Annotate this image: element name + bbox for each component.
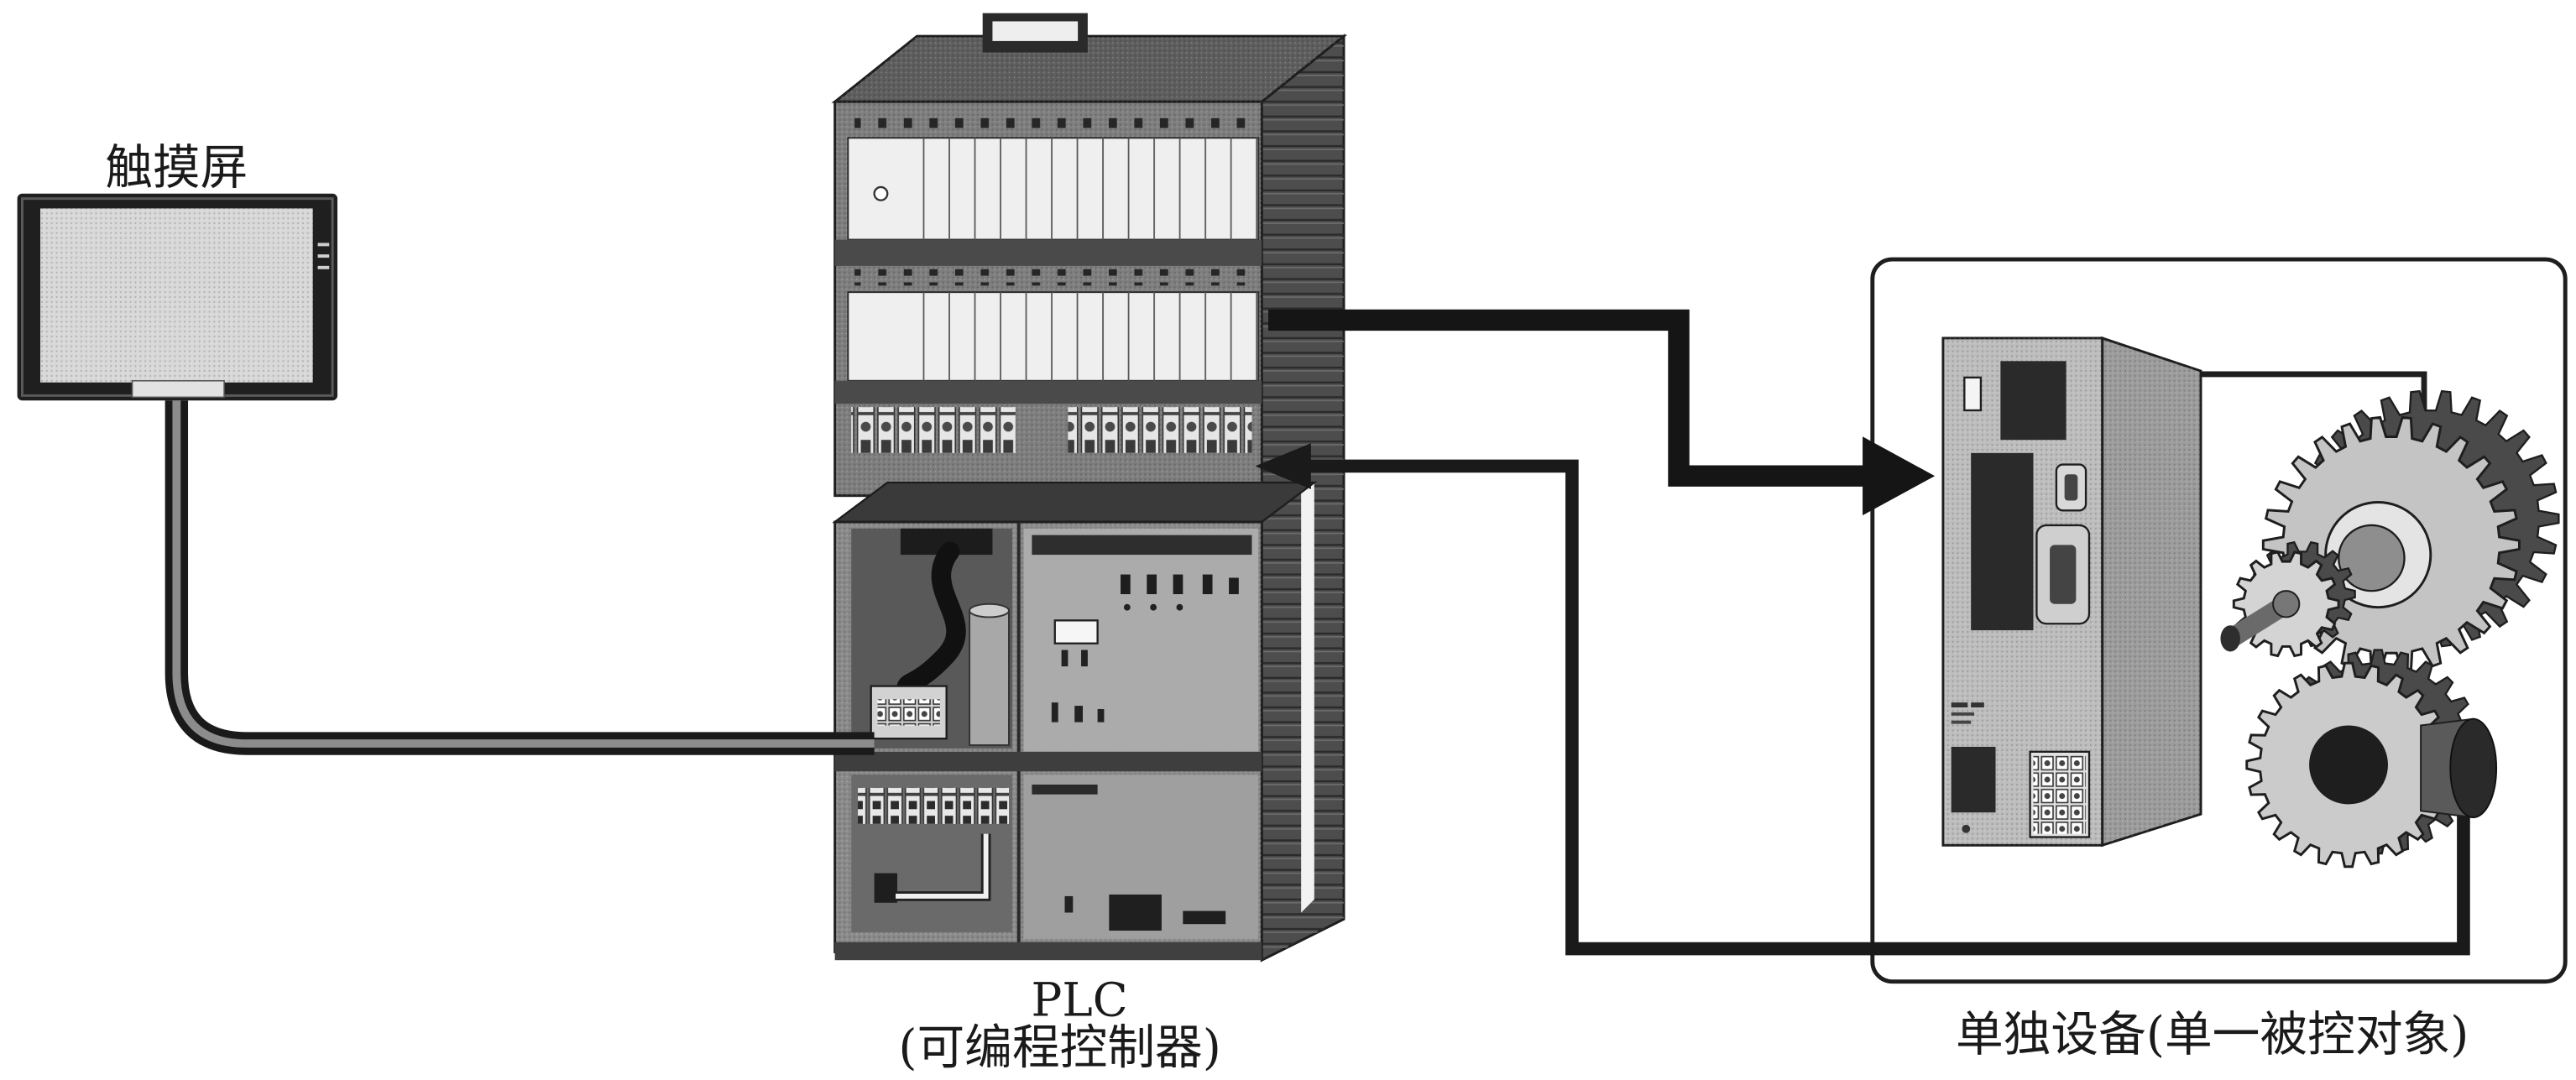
plc xyxy=(835,13,1344,961)
control-path xyxy=(1268,320,1873,476)
cable-core xyxy=(176,400,874,743)
cpu-component xyxy=(1081,650,1088,667)
cpu-slot xyxy=(1032,785,1097,795)
small-shaft-end xyxy=(2220,625,2239,651)
control-signal-arrow xyxy=(1268,320,1935,515)
io-led-row-lower xyxy=(854,269,1248,286)
cpu-switch xyxy=(1203,575,1213,594)
cpu-component xyxy=(1062,650,1069,667)
cpu-led xyxy=(1124,604,1131,611)
plc-label: PLC xyxy=(1032,973,1128,1027)
cpu-component xyxy=(875,874,897,903)
cpu-component xyxy=(1074,706,1083,723)
indicator-mark xyxy=(318,254,330,258)
indicator-mark xyxy=(318,266,330,269)
servo-drive xyxy=(1943,338,2201,845)
cpu-switch xyxy=(1147,575,1157,594)
cpu-memory-card-slot xyxy=(1109,895,1162,931)
upper-gear-bore xyxy=(2338,525,2404,591)
drive-screw xyxy=(1962,825,1970,833)
io-band xyxy=(835,381,1262,404)
touchscreen xyxy=(18,194,337,400)
touchscreen-label: 触摸屏 xyxy=(105,140,248,196)
plc-base xyxy=(835,942,1262,961)
surface-texture xyxy=(40,208,313,382)
cpu-switch xyxy=(1229,577,1239,594)
cpu-led xyxy=(1176,604,1183,611)
cpu-component xyxy=(1098,709,1105,723)
cpu-component xyxy=(1052,702,1058,722)
cpu-battery xyxy=(969,611,1009,745)
cpu-middle-band xyxy=(835,752,1262,771)
nameplate-mark xyxy=(1952,702,1968,707)
surface-texture xyxy=(2103,338,2201,845)
indicator-mark xyxy=(318,243,330,246)
cable-sheath xyxy=(176,400,874,743)
io-label-dividers xyxy=(901,138,1258,239)
nameplate-mark xyxy=(1971,702,1984,707)
plc-fullname-label: (可编程控制器) xyxy=(898,1020,1221,1075)
cpu-connector xyxy=(1183,911,1225,925)
cpu-connector-pins xyxy=(878,699,940,725)
device-label: 单独设备(单一被控对象) xyxy=(1956,1007,2469,1062)
cpu-switch xyxy=(1173,575,1183,594)
plc-side-stripe xyxy=(1301,483,1314,912)
io-terminal-row-left xyxy=(851,407,1016,453)
plc-cpu-module xyxy=(835,522,1262,960)
cpu-battery-top xyxy=(969,604,1009,618)
drive-encoder-pins xyxy=(2050,545,2076,603)
plc-io-module xyxy=(835,102,1262,495)
cpu-switch xyxy=(1121,575,1131,594)
plc-module-ledge xyxy=(835,483,1314,522)
small-gear-hub xyxy=(2273,591,2299,617)
touchscreen-cable xyxy=(176,400,874,743)
cpu-led xyxy=(1150,604,1157,611)
cpu-status-bar xyxy=(1032,535,1251,555)
io-label-dividers xyxy=(901,292,1258,381)
control-arrowhead xyxy=(1863,436,1935,515)
io-led-row-upper xyxy=(854,112,1248,128)
touchscreen-tab xyxy=(133,381,225,398)
nameplate-mark xyxy=(1952,712,1974,716)
io-terminal-row-right xyxy=(1068,407,1251,453)
surface-texture xyxy=(835,36,1344,102)
drive-panel xyxy=(1971,453,2033,630)
drive-status-window xyxy=(1952,747,1996,812)
drive-switch xyxy=(1964,378,1981,410)
cpu-component xyxy=(1064,896,1073,913)
lower-shaft-end xyxy=(2450,719,2496,817)
io-band xyxy=(835,240,1262,266)
cpu-lower-terminals xyxy=(858,788,1009,824)
gear-train xyxy=(2220,391,2558,867)
lower-gear-hub xyxy=(2309,726,2388,805)
cpu-key-switch xyxy=(1055,620,1098,643)
io-screw xyxy=(875,187,888,201)
nameplate-mark xyxy=(1952,721,1971,724)
drive-terminal-screws xyxy=(2033,755,2086,834)
drive-serial-pins xyxy=(2065,474,2078,500)
drive-display xyxy=(2000,361,2066,440)
plc-top-connector-label xyxy=(992,21,1078,40)
